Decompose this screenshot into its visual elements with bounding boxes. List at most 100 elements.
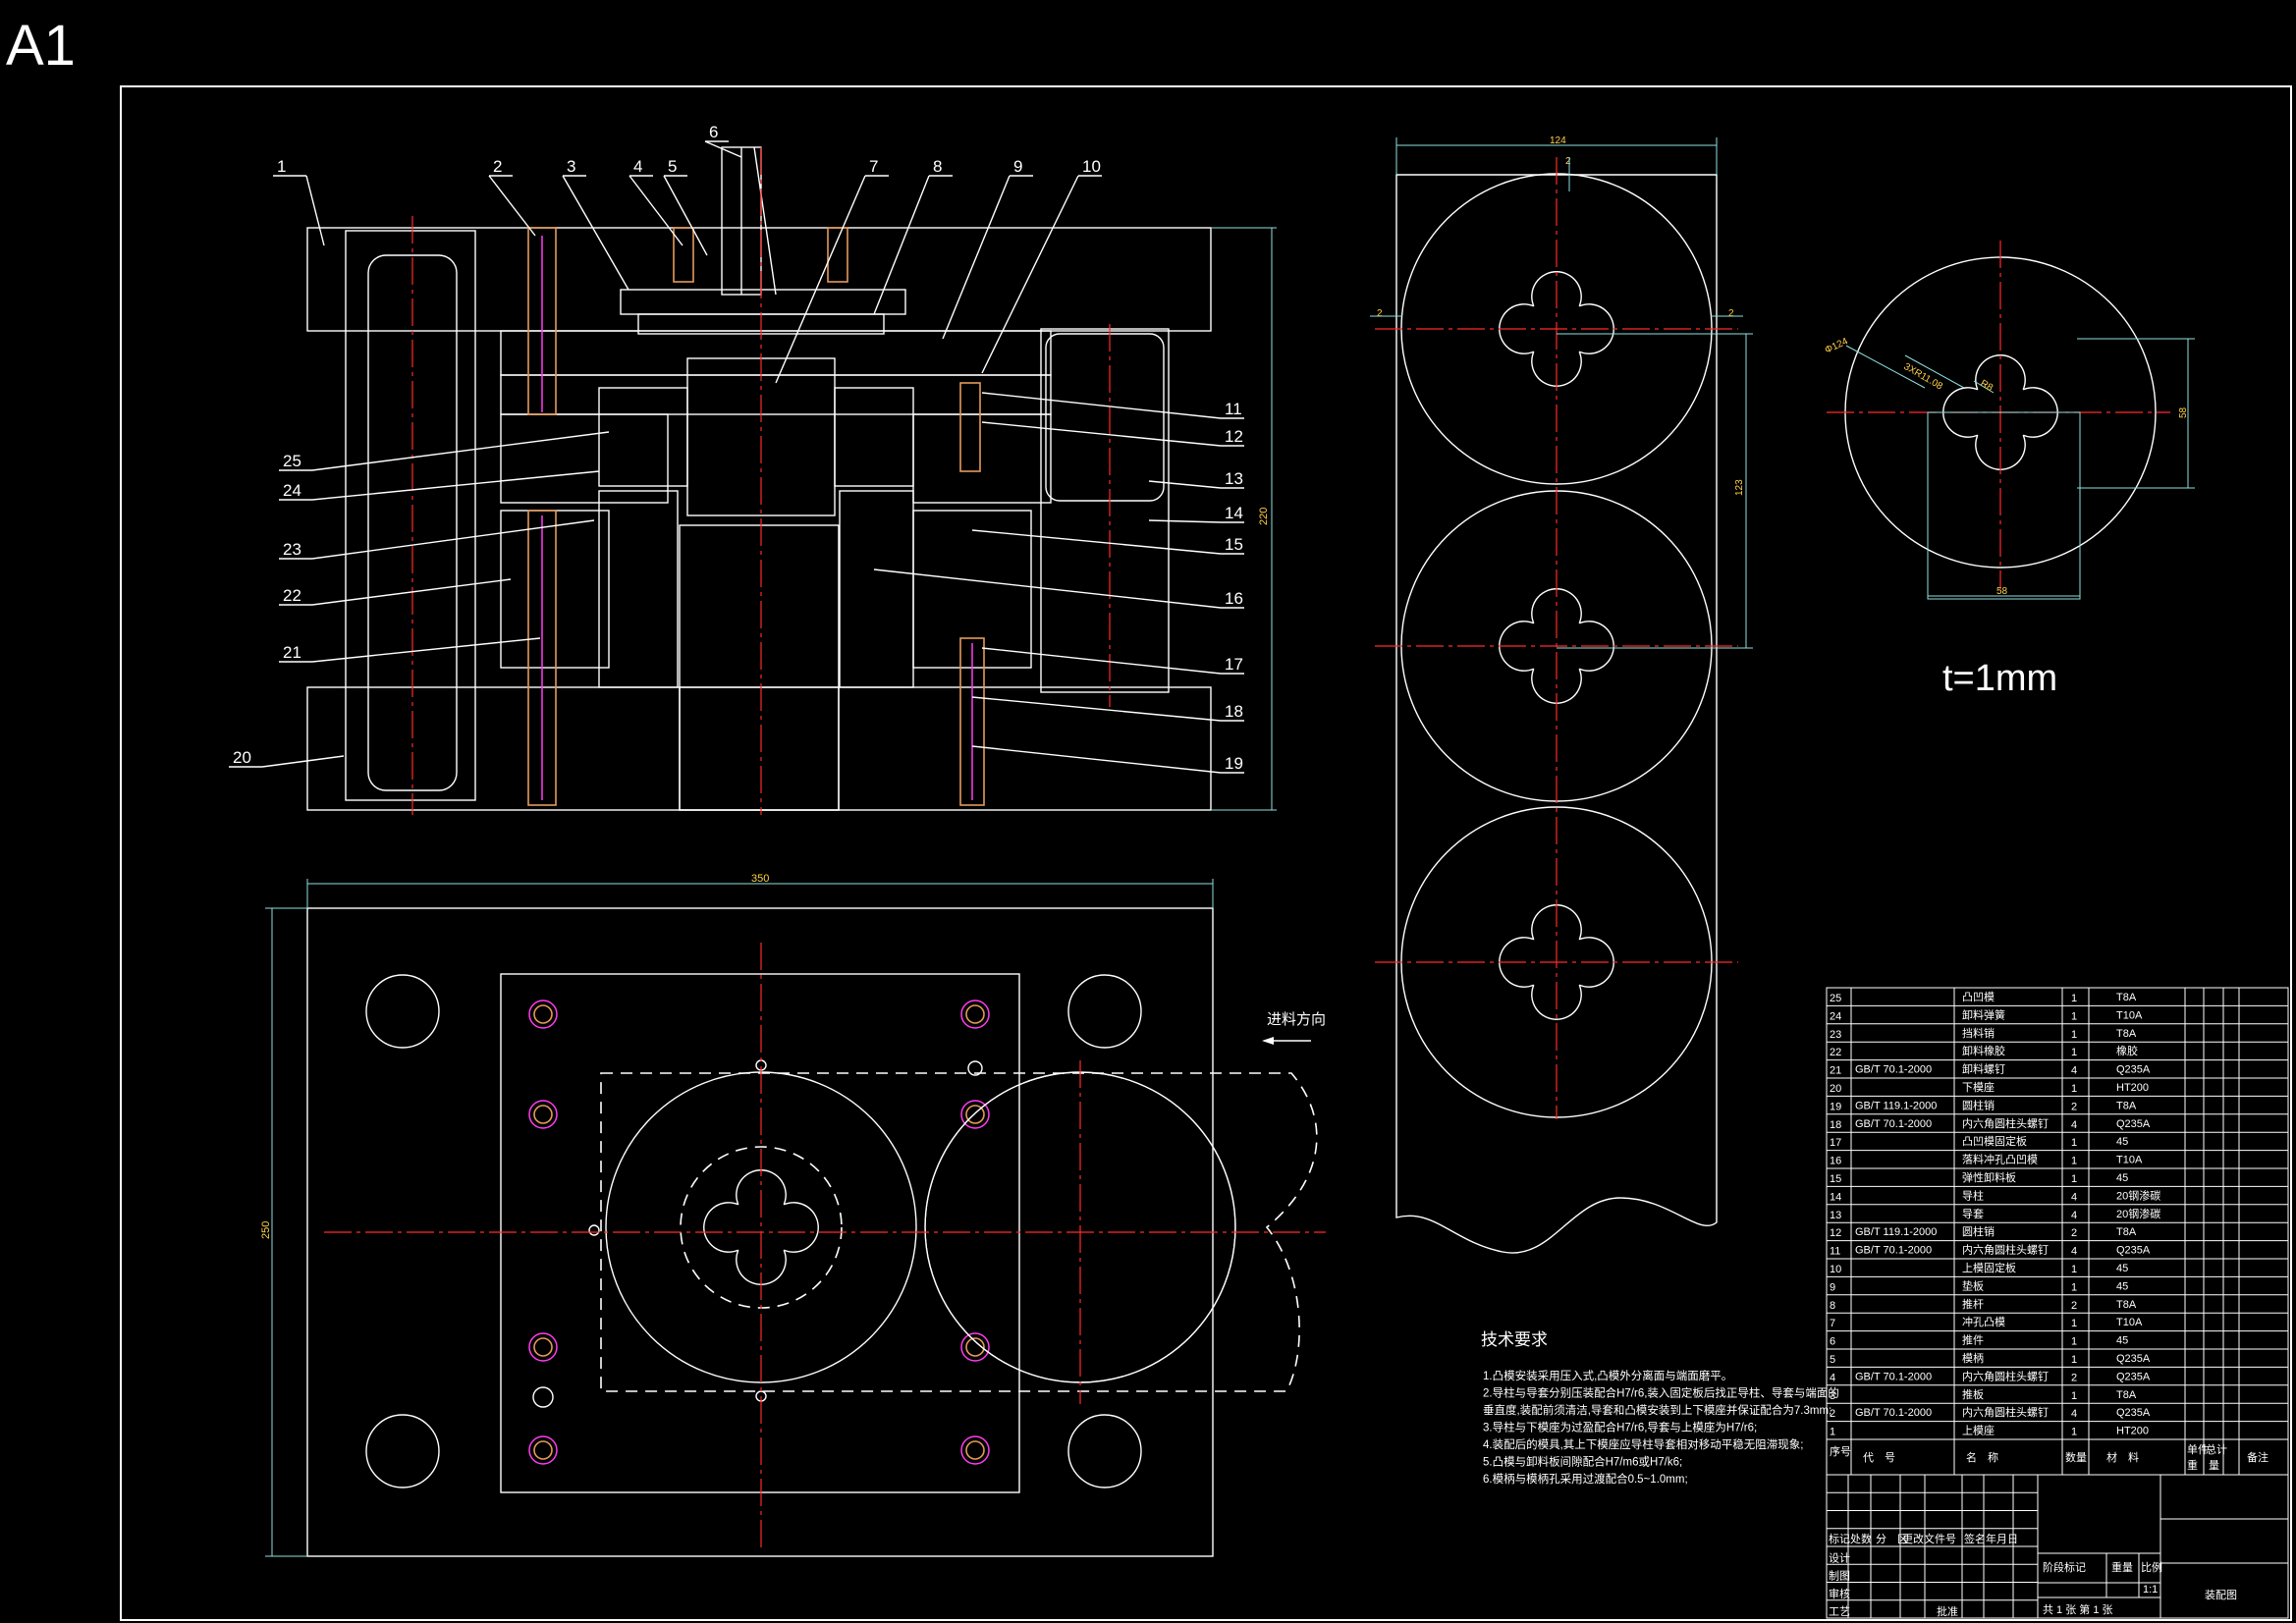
svg-text:T10A: T10A	[2116, 1009, 2143, 1021]
svg-text:落料冲孔凸凹模: 落料冲孔凸凹模	[1962, 1153, 2038, 1166]
blank-outer-dim: Φ124	[1824, 336, 1850, 356]
bom-header-note: 备注	[2247, 1450, 2269, 1464]
title-left-label: 工艺	[1829, 1605, 1850, 1618]
tech-line-3: 垂直度,装配前须清洁,导套和凸模安装到上下模座并保证配合为7.3mm;	[1483, 1403, 1831, 1417]
bom-header-code: 代 号	[1863, 1451, 1895, 1464]
svg-text:GB/T 70.1-2000: GB/T 70.1-2000	[1855, 1118, 1932, 1130]
strip-top-gap-dim: 2	[1565, 156, 1571, 167]
feed-direction-label: 进料方向	[1267, 1011, 1326, 1028]
strip-edge-left-dim: 2	[1377, 308, 1383, 319]
svg-text:Q235A: Q235A	[2116, 1407, 2151, 1419]
assembly-section-view: 220	[306, 146, 1277, 815]
svg-text:20钢渗碳: 20钢渗碳	[2116, 1188, 2160, 1202]
title-block: 标记处数分 区更改文件号签名年月日设计制图审核工艺批准阶段标记重量比例1:1共 …	[1826, 1474, 2289, 1619]
svg-text:Q235A: Q235A	[2116, 1118, 2151, 1130]
blank-thickness-label: t=1mm	[1942, 658, 2057, 699]
svg-text:下模座: 下模座	[1962, 1080, 1995, 1094]
title-weight-label: 重量	[2111, 1560, 2133, 1574]
blank-part-view: 58 58 Φ124 3XR11.08 R8 t=1mm	[1824, 241, 2195, 699]
svg-text:1: 1	[2071, 1029, 2077, 1041]
title-drawing-name: 装配图	[2205, 1589, 2237, 1601]
strip-layout-view: 124 2 2 2 123	[1370, 135, 1753, 1254]
top-view: 350 250 进料方向	[260, 873, 1326, 1557]
part-label-25: 25	[283, 452, 301, 470]
svg-text:12: 12	[1830, 1227, 1841, 1239]
svg-text:10: 10	[1830, 1264, 1841, 1275]
svg-text:18: 18	[1830, 1119, 1841, 1131]
svg-text:16: 16	[1830, 1156, 1841, 1167]
title-scale-value: 1:1	[2143, 1584, 2158, 1596]
part-label-17: 17	[1225, 655, 1243, 674]
tech-line-4: 3.导柱与下模座为过盈配合H7/r6,导套与上模座为H7/r6;	[1483, 1421, 1757, 1434]
title-scale-label: 比例	[2141, 1560, 2162, 1574]
part-label-14: 14	[1225, 504, 1243, 522]
part-label-22: 22	[283, 586, 301, 605]
top-view-width-dim: 350	[751, 873, 769, 885]
title-left-label: 制图	[1829, 1570, 1850, 1583]
svg-text:推件: 推件	[1962, 1333, 1984, 1347]
svg-text:导套: 导套	[1962, 1208, 1984, 1220]
assembly-height-dim: 220	[1258, 508, 1270, 525]
svg-text:5: 5	[1830, 1354, 1835, 1366]
svg-text:2: 2	[2071, 1101, 2077, 1112]
tech-line-5: 4.装配后的模具,其上下模座应导柱导套相对移动平稳无阻滞现象;	[1483, 1437, 1803, 1451]
svg-text:1: 1	[2071, 1083, 2077, 1095]
bom-header-qty: 数量	[2065, 1451, 2087, 1464]
svg-text:T10A: T10A	[2116, 1317, 2143, 1328]
svg-text:内六角圆柱头螺钉: 内六角圆柱头螺钉	[1962, 1369, 2049, 1382]
title-row-label: 分 区	[1876, 1533, 1908, 1545]
part-label-11: 11	[1225, 400, 1242, 418]
blank-width-dim: 58	[1996, 586, 2008, 597]
part-label-21: 21	[283, 643, 301, 662]
svg-text:导柱: 导柱	[1962, 1188, 1984, 1202]
svg-text:2: 2	[1830, 1408, 1835, 1420]
svg-text:内六角圆柱头螺钉: 内六角圆柱头螺钉	[1962, 1405, 2049, 1419]
part-label-2: 2	[493, 157, 502, 176]
part-label-8: 8	[933, 157, 942, 176]
svg-text:7: 7	[1830, 1318, 1835, 1329]
svg-text:GB/T 119.1-2000: GB/T 119.1-2000	[1855, 1226, 1937, 1238]
tech-line-6: 5.凸模与卸料板间隙配合H7/m6或H7/k6;	[1483, 1455, 1682, 1469]
svg-text:8: 8	[1830, 1300, 1835, 1312]
svg-text:19: 19	[1830, 1101, 1841, 1112]
svg-text:弹性卸料板: 弹性卸料板	[1962, 1170, 2016, 1184]
svg-text:24: 24	[1830, 1010, 1841, 1022]
svg-text:1: 1	[2071, 1427, 2077, 1438]
svg-text:上模座: 上模座	[1962, 1424, 1995, 1437]
strip-edge-right-dim: 2	[1728, 308, 1734, 319]
tech-requirements-title: 技术要求	[1481, 1330, 1548, 1349]
part-label-10: 10	[1082, 157, 1101, 176]
svg-text:45: 45	[2116, 1172, 2128, 1184]
bom-header-name: 名 称	[1966, 1450, 1998, 1464]
strip-width-dim: 124	[1550, 135, 1566, 146]
tech-line-2: 2.导柱与导套分别压装配合H7/r6,装入固定板后找正导柱、导套与端面的	[1483, 1386, 1839, 1400]
svg-text:1: 1	[2071, 1047, 2077, 1058]
tech-line-7: 6.模柄与模柄孔采用过渡配合0.5~1.0mm;	[1483, 1472, 1688, 1486]
bom-header-no: 序号	[1830, 1444, 1851, 1458]
strip-pitch-dim: 123	[1734, 479, 1745, 496]
svg-text:Q235A: Q235A	[2116, 1371, 2151, 1382]
svg-text:9: 9	[1830, 1281, 1835, 1293]
part-label-15: 15	[1225, 535, 1243, 554]
svg-text:11: 11	[1830, 1246, 1840, 1258]
title-stage-label: 阶段标记	[2043, 1560, 2086, 1574]
bom-header-weight: 重 量	[2187, 1458, 2219, 1472]
svg-text:1: 1	[2071, 1264, 2077, 1275]
svg-text:1: 1	[2071, 1318, 2077, 1329]
svg-text:4: 4	[2071, 1191, 2077, 1203]
